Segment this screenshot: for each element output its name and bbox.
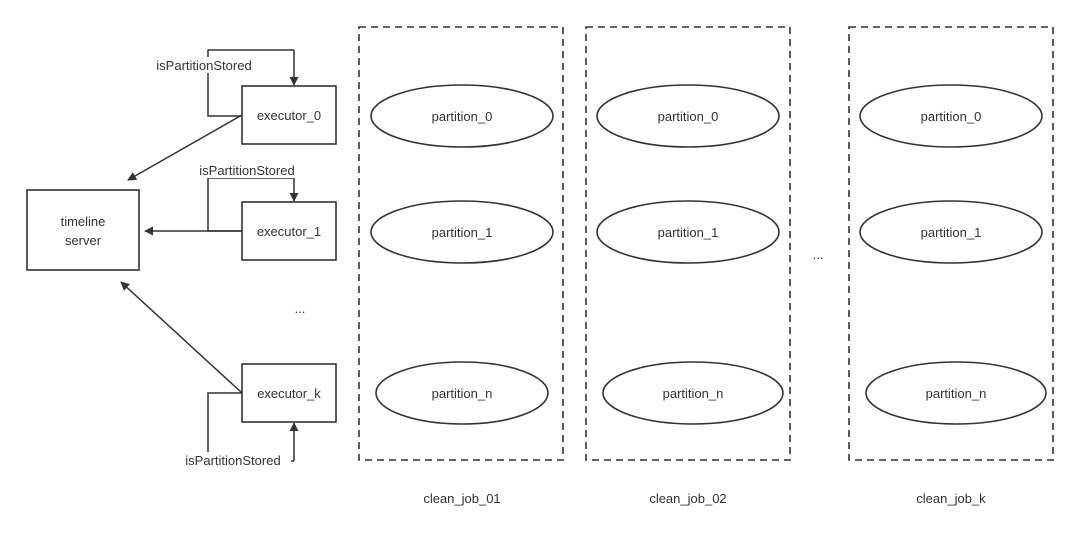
- job-01-partition-0-ellipse: [370, 84, 554, 148]
- executor-ellipsis: ...: [295, 301, 306, 316]
- loop-k-label: isPartitionStored: [185, 453, 280, 468]
- executor-0-to-server-arrow: [127, 114, 243, 181]
- executor-k-label: executor_k: [257, 386, 321, 401]
- job-01-partition-n-label: partition_n: [432, 386, 493, 401]
- executor-0-box: [241, 85, 337, 145]
- executor-1-box: [241, 201, 337, 261]
- clean-job-k-group: partition_0 partition_1 partition_n clea…: [848, 26, 1054, 506]
- loop-k-label-bg: [175, 452, 291, 468]
- job-k-partition-0-ellipse: [859, 84, 1043, 148]
- job-k-partition-0-label: partition_0: [921, 109, 982, 124]
- job-k-partition-n-ellipse: [865, 361, 1047, 425]
- clean-job-02-container: [585, 26, 791, 461]
- job-k-partition-1-label: partition_1: [921, 225, 982, 240]
- loop-0-label-bg: [138, 57, 270, 73]
- job-02-partition-n-label: partition_n: [663, 386, 724, 401]
- loop-0-path: [207, 49, 294, 117]
- loop-1-label-bg: [190, 162, 304, 178]
- job-02-partition-0-ellipse: [596, 84, 780, 148]
- loop-1-label: isPartitionStored: [199, 163, 294, 178]
- loop-0-label: isPartitionStored: [156, 58, 251, 73]
- job-02-partition-0-label: partition_0: [658, 109, 719, 124]
- is-partition-stored-loop-1: isPartitionStored: [190, 162, 304, 232]
- clean-job-01-label: clean_job_01: [423, 491, 500, 506]
- job-02-partition-n-ellipse: [602, 361, 784, 425]
- executor-1-label: executor_1: [257, 224, 321, 239]
- job-01-partition-0-label: partition_0: [432, 109, 493, 124]
- executor-node-0: executor_0: [241, 85, 337, 145]
- clean-job-k-container: [848, 26, 1054, 461]
- clean-job-k-label: clean_job_k: [916, 491, 986, 506]
- job-01-partition-1-ellipse: [370, 200, 554, 264]
- job-02-partition-1-ellipse: [596, 200, 780, 264]
- executor-0-label: executor_0: [257, 108, 321, 123]
- timeline-server-box: [26, 189, 140, 271]
- job-01-partition-1-label: partition_1: [432, 225, 493, 240]
- executor-k-box: [241, 363, 337, 423]
- executor-k-to-server-arrow: [120, 281, 243, 394]
- job-k-partition-1-ellipse: [859, 200, 1043, 264]
- clean-job-01-group: partition_0 partition_1 partition_n clea…: [358, 26, 564, 506]
- clean-job-02-group: partition_0 partition_1 partition_n clea…: [585, 26, 791, 506]
- is-partition-stored-loop-0: isPartitionStored: [138, 49, 299, 117]
- executor-node-k: executor_k: [241, 363, 337, 423]
- job-01-partition-n-ellipse: [375, 361, 549, 425]
- job-02-partition-1-label: partition_1: [658, 225, 719, 240]
- is-partition-stored-loop-k: isPartitionStored: [175, 392, 299, 468]
- jobs-ellipsis: ...: [813, 247, 824, 262]
- timeline-server-label-line1: timeline: [61, 214, 106, 229]
- executor-node-1: executor_1: [241, 201, 337, 261]
- clean-job-02-label: clean_job_02: [649, 491, 726, 506]
- timeline-server-label-line2: server: [65, 233, 102, 248]
- job-k-partition-n-label: partition_n: [926, 386, 987, 401]
- timeline-server-node: timeline server: [26, 189, 140, 271]
- clean-job-01-container: [358, 26, 564, 461]
